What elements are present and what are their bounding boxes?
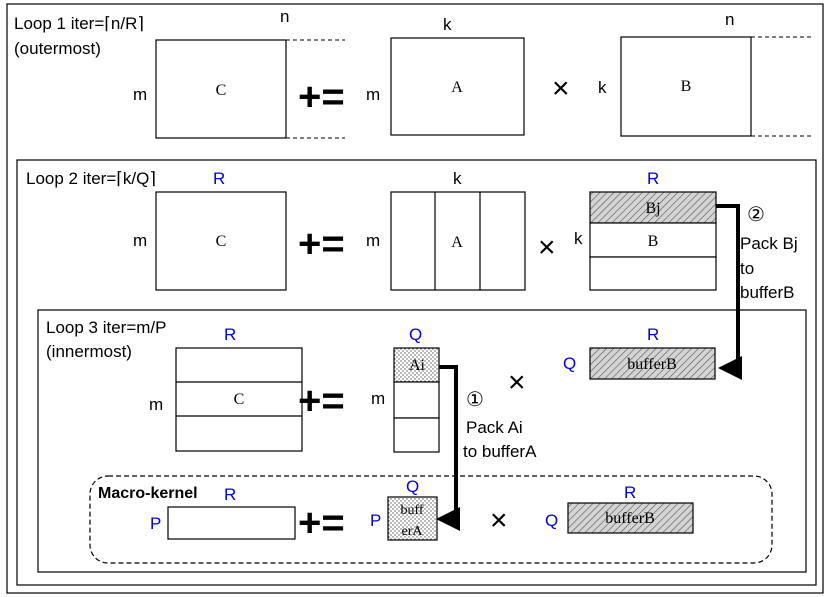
loop1-title: Loop 1 iter=⌈n/R⌉: [14, 14, 144, 33]
loop3-a-row3: [393, 417, 440, 453]
loop3-dim-m-a: m: [371, 389, 385, 408]
loop1-matrix-c-label: C: [216, 82, 227, 99]
loop2-matrix-b-row3: [589, 256, 717, 291]
loop3-dim-m-c: m: [149, 395, 163, 414]
loop2-matrix-b-row2: [589, 222, 717, 258]
loop2-step-line3: bufferB: [740, 283, 795, 302]
loop1-matrix-a: [390, 37, 525, 136]
loop3-bufferb-label: bufferB: [627, 356, 676, 373]
loop2-dim-k-b: k: [574, 229, 583, 248]
loop3-section: Loop 3 iter=m/P (innermost) C R m += Ai …: [46, 318, 716, 531]
loop2-matrix-b-label: B: [648, 233, 659, 250]
macro-dim-q-b: Q: [545, 511, 558, 530]
loop2-matrix-c: [155, 191, 287, 291]
macro-plus-equals: +=: [298, 501, 345, 545]
loop3-dim-q-a: Q: [409, 325, 422, 344]
loop2-dim-k-a: k: [453, 169, 462, 188]
loop2-section: Loop 2 iter=⌈k/Q⌉ C R m += A m k × Bj B …: [26, 169, 798, 380]
macro-kernel-frame: [89, 475, 773, 564]
macro-dim-r-b: R: [624, 483, 636, 502]
macro-buffera-label-line2: erA: [402, 524, 424, 539]
loop1-matrix-b: [620, 36, 752, 137]
macro-dim-p-c: P: [150, 514, 161, 533]
loop2-matrix-c-label: C: [216, 233, 227, 250]
loop3-ai-label: Ai: [409, 357, 426, 374]
loop3-dim-r-c: R: [224, 325, 236, 344]
loop3-times: ×: [508, 366, 526, 399]
loop2-dim-m-a: m: [366, 231, 380, 250]
loop1-subtitle: (outermost): [14, 39, 101, 58]
macro-kernel-title: Macro-kernel: [98, 485, 198, 502]
loop2-frame: [16, 159, 817, 586]
loop1-dim-m-a: m: [366, 85, 380, 104]
loop3-step-line1: Pack Ai: [466, 418, 523, 437]
macro-bufferb-label: bufferB: [605, 510, 654, 527]
loop3-step-line2: to bufferA: [463, 442, 537, 461]
loop3-bufferb: [589, 347, 716, 380]
loop2-step-line1: Pack Bj: [740, 234, 798, 253]
loop1-dim-n-b: n: [725, 10, 734, 29]
loop2-matrix-a: [390, 191, 526, 291]
loop3-matrix-c-label: C: [234, 391, 245, 408]
macro-bufferb: [567, 502, 694, 534]
loop3-a-row2: [393, 381, 440, 419]
loop3-step-number: ①: [466, 389, 484, 411]
macro-kernel-section: Macro-kernel R P += buff erA Q P × buffe…: [98, 477, 694, 545]
loop1-dim-m-c: m: [133, 85, 147, 104]
loop2-dim-r-b: R: [647, 169, 659, 188]
macro-dim-r-c: R: [224, 485, 236, 504]
loop3-title: Loop 3 iter=m/P: [46, 318, 167, 337]
loop1-matrix-b-label: B: [681, 78, 692, 95]
outer-frame: [6, 3, 824, 594]
loop1-dim-k-a: k: [443, 15, 452, 34]
loop1-matrix-a-label: A: [451, 79, 463, 96]
loop2-plus-equals: +=: [298, 222, 345, 266]
loop3-matrix-c: [175, 347, 303, 452]
loop2-bj-label: Bj: [645, 200, 660, 217]
loop1-plus-equals: +=: [298, 75, 345, 119]
loop3-plus-equals: +=: [298, 379, 345, 423]
loop2-times: ×: [538, 231, 556, 264]
loop3-subtitle: (innermost): [46, 342, 132, 361]
loop3-dim-q-b: Q: [563, 354, 576, 373]
loop1-section: Loop 1 iter=⌈n/R⌉ (outermost) C m n += A…: [14, 7, 812, 139]
pack-ai-arrow: [436, 365, 460, 531]
loop3-frame: [37, 309, 807, 573]
loop2-step-line2: to: [740, 259, 754, 278]
macro-buffera: [387, 496, 438, 541]
loop2-dim-r-c: R: [213, 169, 225, 188]
loop2-matrix-a-label: A: [451, 234, 463, 251]
macro-dim-p-a: P: [370, 511, 381, 530]
macro-buffera-label-line1: buff: [400, 503, 423, 518]
loop2-title: Loop 2 iter=⌈k/Q⌉: [26, 169, 156, 188]
loop3-dim-r-b: R: [647, 325, 659, 344]
macro-dim-q-a: Q: [406, 477, 419, 496]
loop2-step-number: ②: [747, 204, 765, 226]
loop1-matrix-c: [155, 39, 287, 139]
macro-times: ×: [490, 504, 508, 537]
loop1-dim-k-b: k: [598, 78, 607, 97]
macro-matrix-c: [167, 506, 296, 540]
loop1-dim-n-c: n: [280, 7, 289, 26]
loop1-times: ×: [552, 72, 570, 105]
loop2-dim-m-c: m: [133, 231, 147, 250]
pack-bj-arrow: [716, 204, 742, 380]
